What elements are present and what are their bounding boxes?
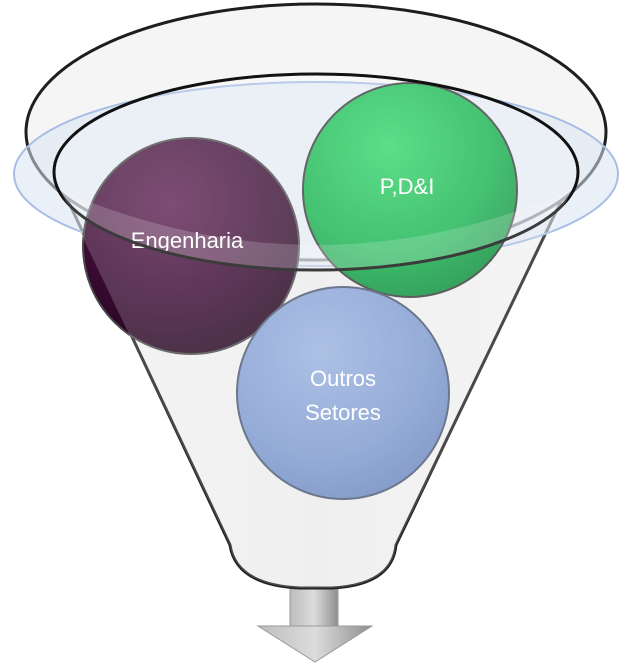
ball-label-outros-line2: Setores (305, 400, 381, 425)
ball-label-outros-line1: Outros (310, 366, 376, 391)
ball-pdi: P,D&I (302, 82, 518, 298)
ball-label-pdi: P,D&I (380, 174, 435, 199)
down-arrow-icon (256, 582, 374, 663)
funnel-glass-overlay (60, 190, 572, 588)
ball-outros-setores: Outros Setores (236, 286, 450, 500)
funnel-inner-rim (52, 72, 580, 272)
ball-engenharia: Engenharia (82, 137, 300, 355)
